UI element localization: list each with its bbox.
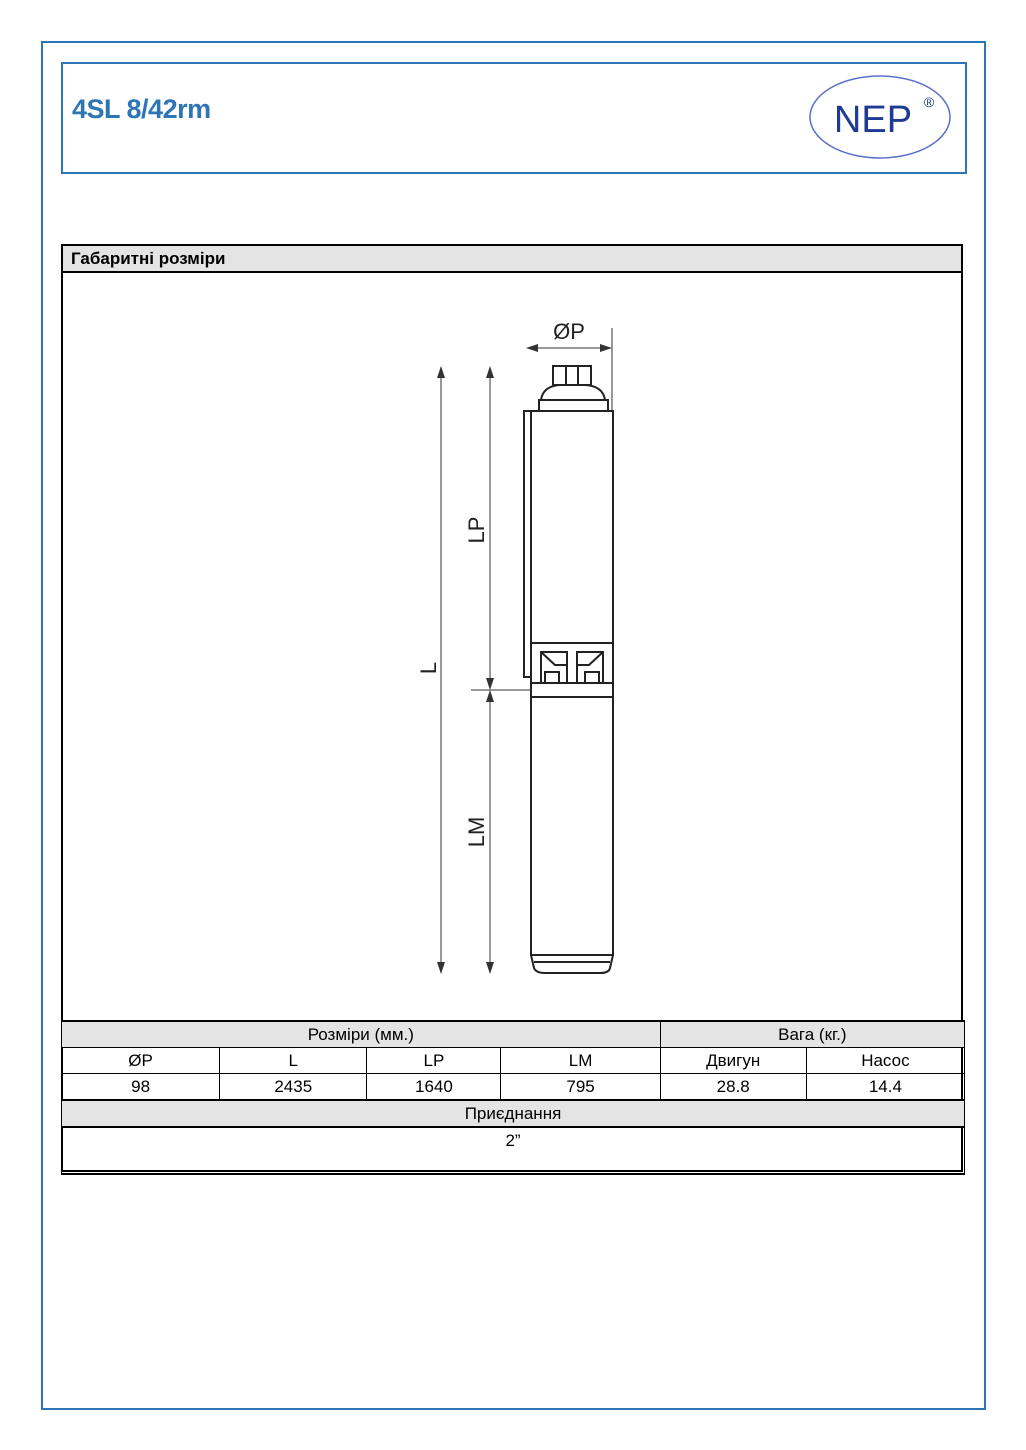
group-header-row: Розміри (мм.) Вага (кг.)	[61, 1020, 966, 1048]
header-row: ØP L LP LM Двигун Насос	[60, 1047, 966, 1074]
group-dimensions: Розміри (мм.)	[61, 1020, 661, 1048]
page-border	[41, 41, 986, 1410]
connection-value: 2”	[61, 1126, 965, 1175]
product-title: 4SL 8/42rm	[72, 94, 211, 124]
value-cell: 795	[500, 1073, 661, 1101]
header-cell: ØP	[60, 1047, 221, 1074]
header: 4SL 8/42rm NEP ®	[61, 62, 967, 174]
section-title: Габаритні розміри	[63, 246, 961, 273]
connection-header-row: Приєднання	[61, 1099, 965, 1128]
pump-dimension-drawing: ØP LP L LM	[416, 319, 614, 974]
group-weight: Вага (кг.)	[659, 1020, 966, 1048]
value-row: 98 2435 1640 795 28.8 14.4	[60, 1073, 966, 1101]
label-total-length: L	[416, 662, 441, 674]
header-cell: Двигун	[659, 1047, 807, 1074]
label-diameter: ØP	[553, 319, 585, 344]
label-motor-length: LM	[464, 817, 489, 848]
header-cell: L	[219, 1047, 368, 1074]
dimension-lines	[437, 328, 613, 974]
value-cell: 98	[60, 1073, 221, 1101]
header-cell: LP	[366, 1047, 502, 1074]
header-cell: LM	[500, 1047, 661, 1074]
connection-value-row: 2”	[61, 1126, 965, 1175]
header-cell: Насос	[805, 1047, 966, 1074]
svg-text:®: ®	[924, 94, 935, 110]
value-cell: 14.4	[805, 1073, 966, 1101]
value-cell: 2435	[219, 1073, 368, 1101]
dimensions-table: Розміри (мм.) Вага (кг.) ØP L LP LM Двиг…	[60, 1020, 966, 1175]
label-pump-length: LP	[464, 517, 489, 544]
svg-text:NEP: NEP	[834, 99, 912, 141]
connection-label: Приєднання	[61, 1099, 965, 1128]
value-cell: 1640	[366, 1073, 502, 1101]
value-cell: 28.8	[659, 1073, 807, 1101]
pump-outline	[523, 365, 614, 974]
nep-logo: NEP ®	[809, 75, 951, 159]
